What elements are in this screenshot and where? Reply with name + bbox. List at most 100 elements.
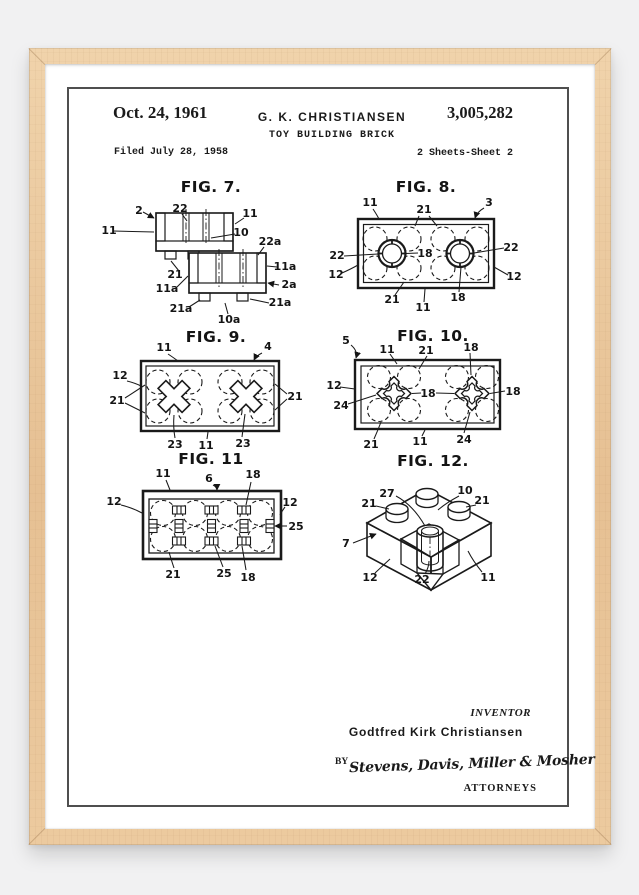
fig9-ref-11-t: 11 <box>156 341 171 354</box>
patent-title: TOY BUILDING BRICK <box>268 130 396 141</box>
filed-date: Filed July 28, 1958 <box>114 147 229 158</box>
fig11-ref-12-l: 12 <box>106 495 121 508</box>
fig10-ref-5: 5 <box>342 334 350 347</box>
sheet-number: 2 Sheets-Sheet 2 <box>416 148 513 159</box>
figure-9-leader-lines <box>124 352 288 440</box>
figure-11: FIG. 11 <box>106 450 303 584</box>
fig9-ref-21-r: 21 <box>287 390 302 403</box>
fig7-ref-11-a: 11 <box>242 207 257 220</box>
figure-7-drawing <box>155 209 267 302</box>
attorneys-label: ATTORNEYS <box>463 783 537 794</box>
figure-10-title: FIG. 10. <box>397 327 469 345</box>
fig8-ref-21-t: 21 <box>416 203 431 216</box>
attorney-signature: Stevens, Davis, Miller & Mosher <box>348 751 595 777</box>
fig10-ref-11-t: 11 <box>379 343 394 356</box>
figure-8-leader-lines <box>341 207 509 303</box>
fig10-ref-21-b: 21 <box>363 438 378 451</box>
applicant-name: G. K. CHRISTIANSEN <box>257 110 407 124</box>
fig8-ref-12-l: 12 <box>328 268 343 281</box>
fig12-ref-7: 7 <box>342 537 350 550</box>
fig8-ref-22-r: 22 <box>503 241 518 254</box>
fig7-ref-21a-l: 21a <box>170 302 193 315</box>
figure-9-title: FIG. 9. <box>186 328 247 346</box>
figure-12-reference-numerals: 27 10 21 21 7 12 22 11 <box>342 484 495 586</box>
figure-12-drawing <box>365 487 493 592</box>
fig10-ref-24-b: 24 <box>456 433 472 446</box>
fig12-ref-22: 22 <box>414 573 429 586</box>
fig10-ref-11-b: 11 <box>412 435 427 448</box>
fig11-ref-11-t: 11 <box>155 467 170 480</box>
fig10-ref-21-t: 21 <box>418 344 433 357</box>
fig8-ref-22-l: 22 <box>329 249 344 262</box>
figure-8-reference-numerals: 11 21 3 22 12 18 22 12 21 11 18 <box>328 196 521 314</box>
fig8-ref-12-r: 12 <box>506 270 521 283</box>
fig8-ref-3: 3 <box>485 196 493 209</box>
patent-page: Oct. 24, 1961 G. K. CHRISTIANSEN 3,005,2… <box>67 87 595 807</box>
fig7-ref-2a: 2a <box>281 278 296 291</box>
fig7-ref-11a-r: 11a <box>274 260 297 273</box>
frame-miter-bottom-left <box>28 828 46 845</box>
figure-7-leader-lines <box>112 211 280 315</box>
fig7-ref-11a-l: 11a <box>156 282 179 295</box>
patent-number: 3,005,282 <box>447 103 513 122</box>
fig11-ref-12-r: 12 <box>282 496 297 509</box>
figure-12: FIG. 12. <box>342 452 496 592</box>
figure-11-title: FIG. 11 <box>178 450 243 468</box>
fig10-ref-24-l: 24 <box>333 399 349 412</box>
inventor-label: INVENTOR <box>470 707 531 719</box>
fig12-ref-27: 27 <box>379 487 394 500</box>
figure-11-leader-lines <box>120 479 287 571</box>
fig8-ref-21-b: 21 <box>384 293 399 306</box>
fig8-ref-18-b: 18 <box>450 291 465 304</box>
fig10-ref-18-r: 18 <box>505 385 520 398</box>
fig7-ref-10: 10 <box>233 226 249 239</box>
fig10-ref-12: 12 <box>327 379 342 392</box>
fig11-ref-18-t: 18 <box>245 468 260 481</box>
fig7-ref-22: 22 <box>172 202 187 215</box>
fig9-ref-12: 12 <box>112 369 127 382</box>
picture-frame: Oct. 24, 1961 G. K. CHRISTIANSEN 3,005,2… <box>28 48 612 845</box>
fig9-ref-21-l: 21 <box>109 394 124 407</box>
matte: Oct. 24, 1961 G. K. CHRISTIANSEN 3,005,2… <box>45 64 595 829</box>
fig7-ref-22a: 22a <box>259 235 282 248</box>
fig10-ref-18-c: 18 <box>420 387 435 400</box>
by-label: BY <box>335 757 349 767</box>
fig12-ref-11: 11 <box>480 571 495 584</box>
fig7-ref-21a-r: 21a <box>269 296 292 309</box>
figure-12-title: FIG. 12. <box>397 452 469 470</box>
figure-11-drawing <box>141 489 283 561</box>
figure-9-reference-numerals: 11 4 12 21 21 23 11 23 <box>109 340 302 452</box>
figure-7: FIG. 7. <box>101 178 296 326</box>
figure-7-title: FIG. 7. <box>181 178 242 196</box>
frame-miter-top-left <box>28 48 46 65</box>
fig9-ref-23-l: 23 <box>167 438 182 451</box>
figure-8-title: FIG. 8. <box>396 178 457 196</box>
fig9-ref-23-r: 23 <box>235 437 250 450</box>
fig8-ref-11-t: 11 <box>362 196 377 209</box>
fig11-ref-25-r: 25 <box>288 520 303 533</box>
figure-9: FIG. 9. <box>109 328 302 452</box>
figure-10-leader-lines <box>339 344 506 440</box>
fig7-ref-21: 21 <box>167 268 182 281</box>
fig11-ref-25-b: 25 <box>216 567 231 580</box>
figure-11-reference-numerals: 11 6 18 12 12 25 21 25 18 <box>106 467 303 584</box>
fig8-ref-18-c: 18 <box>417 247 432 260</box>
figure-8: FIG. 8. <box>328 178 521 314</box>
fig9-ref-4: 4 <box>264 340 272 353</box>
inventor-name: Godtfred Kirk Christiansen <box>348 725 523 739</box>
fig12-ref-21-r: 21 <box>474 494 489 507</box>
fig12-ref-12: 12 <box>362 571 377 584</box>
figure-8-drawing <box>356 217 496 290</box>
fig9-ref-11-b: 11 <box>198 439 213 452</box>
fig11-ref-18-b: 18 <box>240 571 255 584</box>
figure-7-reference-numerals: 2 22 11 11 10 22a 21 11a 11a 2a 21a 10a … <box>101 202 296 326</box>
fig11-ref-21: 21 <box>165 568 180 581</box>
fig7-ref-10a: 10a <box>218 313 241 326</box>
figure-9-drawing <box>139 359 281 433</box>
frame-miter-top-right <box>594 48 612 65</box>
fig12-ref-21-l: 21 <box>361 497 376 510</box>
fig12-ref-10: 10 <box>457 484 473 497</box>
figure-12-leader-lines <box>352 495 483 575</box>
fig10-ref-18-t: 18 <box>463 341 478 354</box>
